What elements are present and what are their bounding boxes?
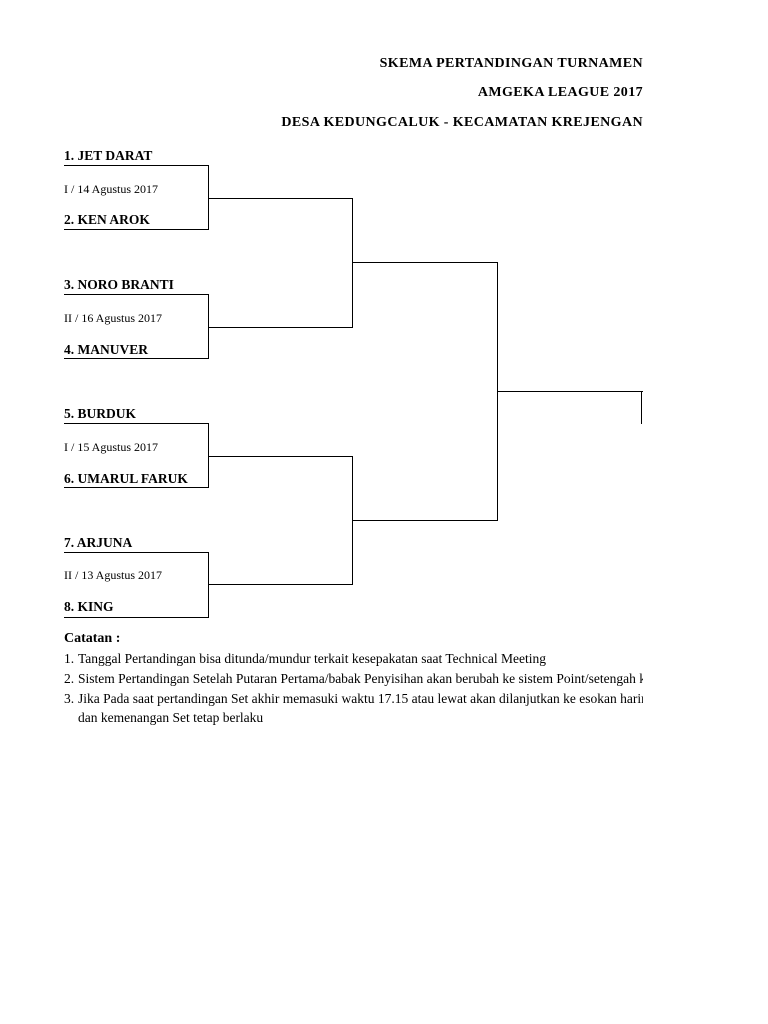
team-4: 4. MANUVER	[64, 342, 148, 357]
league-title: AMGEKA LEAGUE 2017	[477, 85, 643, 100]
tournament-title: SKEMA PERTANDINGAN TURNAMEN	[379, 56, 643, 71]
match-3-connector	[208, 423, 209, 488]
team-5: 5. BURDUK	[64, 406, 137, 421]
team-8-line	[64, 617, 208, 618]
team-3: 3. NORO BRANTI	[64, 277, 174, 292]
location-title: DESA KEDUNGCALUK - KECAMATAN KREJENGAN	[281, 115, 643, 130]
note-text: Sistem Pertandingan Setelah Putaran Pert…	[78, 671, 643, 686]
match-1-connector	[208, 165, 209, 230]
winner-3-line	[208, 456, 353, 457]
bracket-sheet: SKEMA PERTANDINGAN TURNAMEN AMGEKA LEAGU…	[64, 56, 643, 726]
match-3-info: I / 15 Agustus 2017	[64, 440, 159, 454]
note-number: 3.	[64, 691, 75, 706]
notes-title: Catatan :	[64, 631, 121, 646]
team-2-line	[64, 229, 208, 230]
team-2: 2. KEN AROK	[64, 212, 150, 227]
team-6-line	[64, 487, 208, 488]
note-text: Tanggal Pertandingan bisa ditunda/mundur…	[78, 651, 546, 666]
note-item: 3.Jika Pada saat pertandingan Set akhir …	[64, 691, 643, 707]
team-7: 7. ARJUNA	[64, 535, 133, 550]
champion-line	[497, 391, 643, 392]
champion-stub	[641, 391, 642, 424]
note-number: 1.	[64, 651, 75, 666]
team-3-line	[64, 294, 208, 295]
semifinal-2-winner-line	[352, 520, 498, 521]
note-item: 2.Sistem Pertandingan Setelah Putaran Pe…	[64, 671, 643, 687]
team-4-line	[64, 358, 208, 359]
match-4-connector	[208, 552, 209, 618]
team-1-line	[64, 165, 208, 166]
winner-4-line	[208, 584, 353, 585]
winner-2-line	[208, 327, 353, 328]
note-item: 1.Tanggal Pertandingan bisa ditunda/mund…	[64, 651, 546, 667]
team-1: 1. JET DARAT	[64, 148, 153, 163]
note-text: dan kemenangan Set tetap berlaku	[78, 710, 264, 725]
team-6: 6. UMARUL FARUK	[64, 471, 188, 486]
note-number: 2.	[64, 671, 75, 686]
match-4-info: II / 13 Agustus 2017	[64, 568, 163, 582]
team-7-line	[64, 552, 208, 553]
semifinal-1-connector	[352, 198, 353, 328]
match-2-connector	[208, 294, 209, 359]
note-text: Jika Pada saat pertandingan Set akhir me…	[78, 691, 643, 706]
semifinal-1-winner-line	[352, 262, 498, 263]
match-2-info: II / 16 Agustus 2017	[64, 311, 163, 325]
match-1-info: I / 14 Agustus 2017	[64, 182, 159, 196]
winner-1-line	[208, 198, 353, 199]
team-8: 8. KING	[64, 599, 114, 614]
note-item: dan kemenangan Set tetap berlaku	[64, 710, 263, 726]
team-5-line	[64, 423, 208, 424]
